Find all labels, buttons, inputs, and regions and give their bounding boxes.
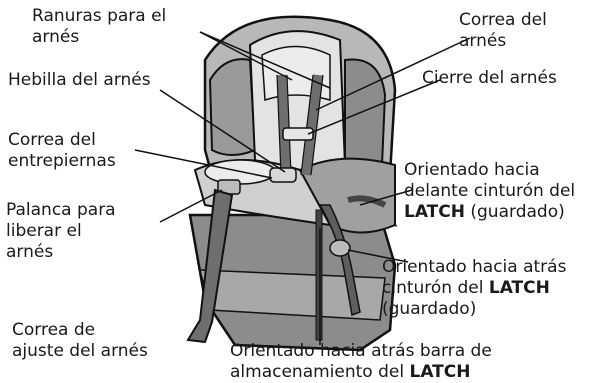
label-harness-clip: Cierre del arnés (422, 68, 557, 88)
label-forward-latch: Orientado hacia delante cinturón del LAT… (404, 160, 576, 222)
adjust-strap (186, 188, 234, 344)
harness-strap-right-outline (300, 74, 324, 176)
label-harness-strap: Correa del arnés (459, 10, 547, 51)
leader-harness-strap (315, 37, 471, 111)
label-harness-slots: Ranuras para el arnés (32, 6, 167, 47)
latch-belt-rear (318, 204, 361, 317)
seat-left-wing (208, 58, 257, 156)
leader-harness-buckle (159, 89, 286, 173)
label-rear-latch-bar: Orientado hacia atrás barra de almacenam… (230, 341, 492, 382)
leader-rear-latch-belt (347, 249, 409, 263)
leader-crotch-strap (134, 149, 273, 179)
harness-clip (282, 127, 314, 141)
leader-forward-latch (359, 189, 413, 206)
label-adjust-strap: Correa de ajuste del arnés (12, 320, 148, 361)
latch-belt-forward (347, 195, 387, 208)
label-harness-buckle: Hebilla del arnés (8, 70, 151, 90)
label-release-lever: Palanca para liberar el arnés (6, 200, 116, 262)
leader-harness-slots (199, 31, 293, 81)
seat-right-wing (344, 58, 387, 170)
label-crotch-strap: Correa del entrepiernas (8, 130, 116, 171)
latch-storage-bar (315, 209, 323, 341)
harness-strap-right (301, 74, 323, 176)
harness-strap-left (277, 74, 291, 176)
leader-release-lever (159, 189, 223, 223)
latch-hook-rear (329, 239, 351, 257)
label-rear-latch-belt: Orientado hacia atrás cinturón del LATCH… (382, 257, 567, 319)
leader-harness-clip (307, 79, 441, 135)
harness-strap-left-outline (276, 74, 292, 176)
leader-harness-slots-2 (199, 31, 331, 89)
harness-buckle (269, 167, 297, 183)
